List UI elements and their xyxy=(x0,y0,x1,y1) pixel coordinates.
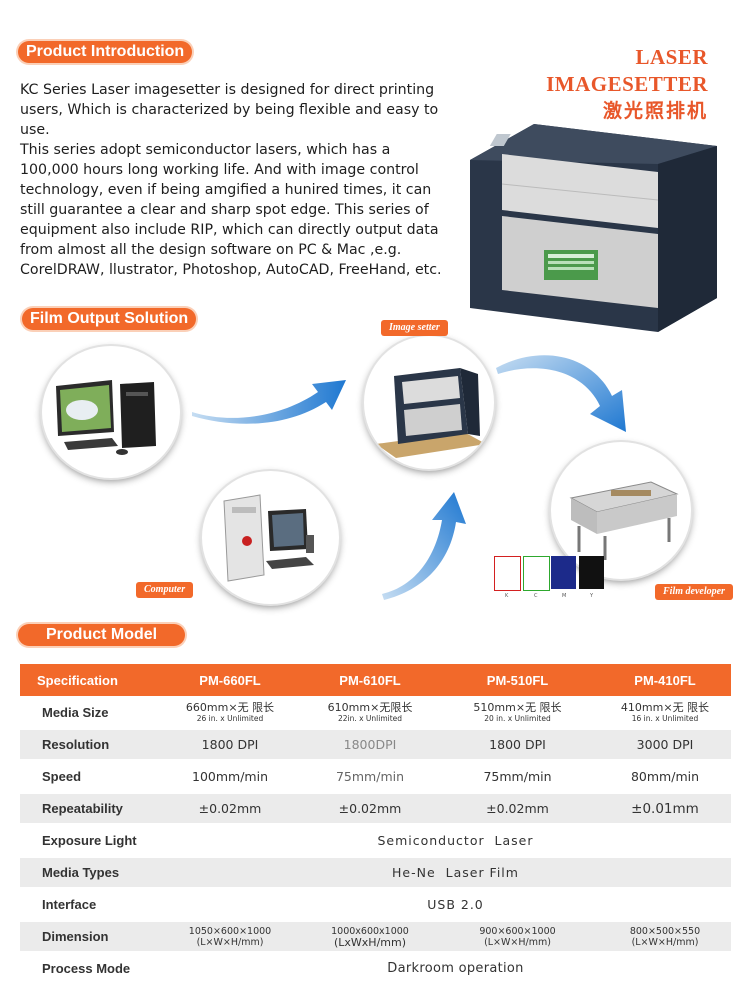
table-cell: He-Ne Laser Film xyxy=(392,865,519,880)
flow-arrow-icon xyxy=(192,380,346,424)
row-label: Exposure Light xyxy=(42,833,137,848)
film-sample-m xyxy=(551,556,576,589)
computer-circle xyxy=(202,471,339,604)
flow-arrow-icon xyxy=(496,355,626,432)
brand-line-1: LASER xyxy=(635,45,708,69)
section-title-film-output-solution: Film Output Solution xyxy=(22,308,197,330)
film-label-m: M xyxy=(562,593,567,599)
table-cell: ±0.02mm xyxy=(338,801,402,816)
film-developer-tag: Film developer xyxy=(655,584,733,600)
table-cell: 800×500×550(L×W×H/mm) xyxy=(629,925,701,948)
imagesetter-circle xyxy=(364,336,494,469)
table-cell: 900×600×1000(L×W×H/mm) xyxy=(479,925,556,948)
row-label: Resolution xyxy=(42,737,110,752)
imagesetter-small-image xyxy=(376,368,486,458)
header-model-4: PM-410FL xyxy=(634,672,696,688)
table-cell: ±0.01mm xyxy=(631,800,699,817)
flow-arrow-icon xyxy=(382,492,466,600)
table-cell: ±0.02mm xyxy=(198,801,262,816)
table-row-speed: Speed 100mm/min 75mm/min 75mm/min 80mm/m… xyxy=(20,762,731,791)
table-row-interface: Interface USB 2.0 xyxy=(20,890,731,919)
desktop-computer-image xyxy=(56,380,156,455)
table-header-row: Specification PM-660FL PM-610FL PM-510FL… xyxy=(20,664,731,696)
table-cell: 1000x600x1000(LxWxH/mm) xyxy=(331,925,409,949)
section-title-product-introduction: Product Introduction xyxy=(18,41,193,63)
brand-title: LASER IMAGESETTER 激光照排机 xyxy=(546,44,708,125)
table-cell: 1800DPI xyxy=(343,737,397,752)
tower-computer-image xyxy=(223,494,314,582)
row-label: Dimension xyxy=(42,929,109,944)
table-row-media-types: Media Types He-Ne Laser Film xyxy=(20,858,731,887)
film-sample-c xyxy=(523,556,550,591)
header-model-3: PM-510FL xyxy=(486,672,549,688)
film-samples xyxy=(494,556,606,591)
film-label-y: Y xyxy=(590,593,594,599)
film-label-k: K xyxy=(505,593,509,599)
row-label: Interface xyxy=(42,897,97,912)
table-cell: 3000 DPI xyxy=(636,737,694,752)
table-cell: ±0.02mm xyxy=(486,801,549,816)
header-model-2: PM-610FL xyxy=(339,672,401,688)
header-model-1: PM-660FL xyxy=(199,672,261,688)
brand-line-cn: 激光照排机 xyxy=(602,100,708,122)
brand-line-2: IMAGESETTER xyxy=(546,72,708,96)
row-label: Repeatability xyxy=(42,801,123,816)
table-row-repeatability: Repeatability ±0.02mm ±0.02mm ±0.02mm ±0… xyxy=(20,794,731,823)
table-row-process-mode: Process Mode Darkroom operation xyxy=(20,954,731,983)
table-row-dimension: Dimension 1050×600×1000(L×W×H/mm) 1000x6… xyxy=(20,922,731,951)
table-cell: Darkroom operation xyxy=(387,961,524,976)
table-cell: 1800 DPI xyxy=(201,737,259,752)
spec-table: Specification PM-660FL PM-610FL PM-510FL… xyxy=(20,664,731,986)
row-label: Process Mode xyxy=(42,961,131,976)
table-cell: 75mm/min xyxy=(335,769,405,784)
intro-text: KC Series Laser imagesetter is designed … xyxy=(20,80,445,280)
computer-tag: Computer xyxy=(136,582,194,598)
film-developer-image xyxy=(569,481,679,560)
table-cell: 75mm/min xyxy=(483,769,552,784)
film-sample-k xyxy=(494,556,521,591)
intro-paragraph-1: KC Series Laser imagesetter is designed … xyxy=(20,82,439,138)
table-row-resolution: Resolution 1800 DPI 1800DPI 1800 DPI 300… xyxy=(20,730,731,759)
row-label: Speed xyxy=(42,769,82,784)
table-row-exposure-light: Exposure Light Semiconductor Laser xyxy=(20,826,731,855)
table-cell: 1800 DPI xyxy=(489,737,546,752)
section-title-product-model: Product Model xyxy=(18,624,186,646)
film-sample-y xyxy=(579,556,604,589)
row-label: Media Size xyxy=(42,705,109,720)
table-cell: Semiconductor Laser xyxy=(377,833,534,848)
table-cell: 1050×600×1000(L×W×H/mm) xyxy=(188,925,272,948)
header-specification: Specification xyxy=(37,672,118,688)
intro-paragraph-2: This series adopt semiconductor lasers, … xyxy=(20,142,442,278)
imagesetter-tag: Image setter xyxy=(381,320,448,336)
table-cell: USB 2.0 xyxy=(427,897,484,912)
table-cell: 80mm/min xyxy=(630,769,700,784)
row-label: Media Types xyxy=(42,865,120,880)
desktop-computer-circle xyxy=(42,346,180,478)
imagesetter-machine-image xyxy=(470,124,717,332)
table-cell: 100mm/min xyxy=(192,769,268,784)
film-label-c: C xyxy=(534,593,538,599)
